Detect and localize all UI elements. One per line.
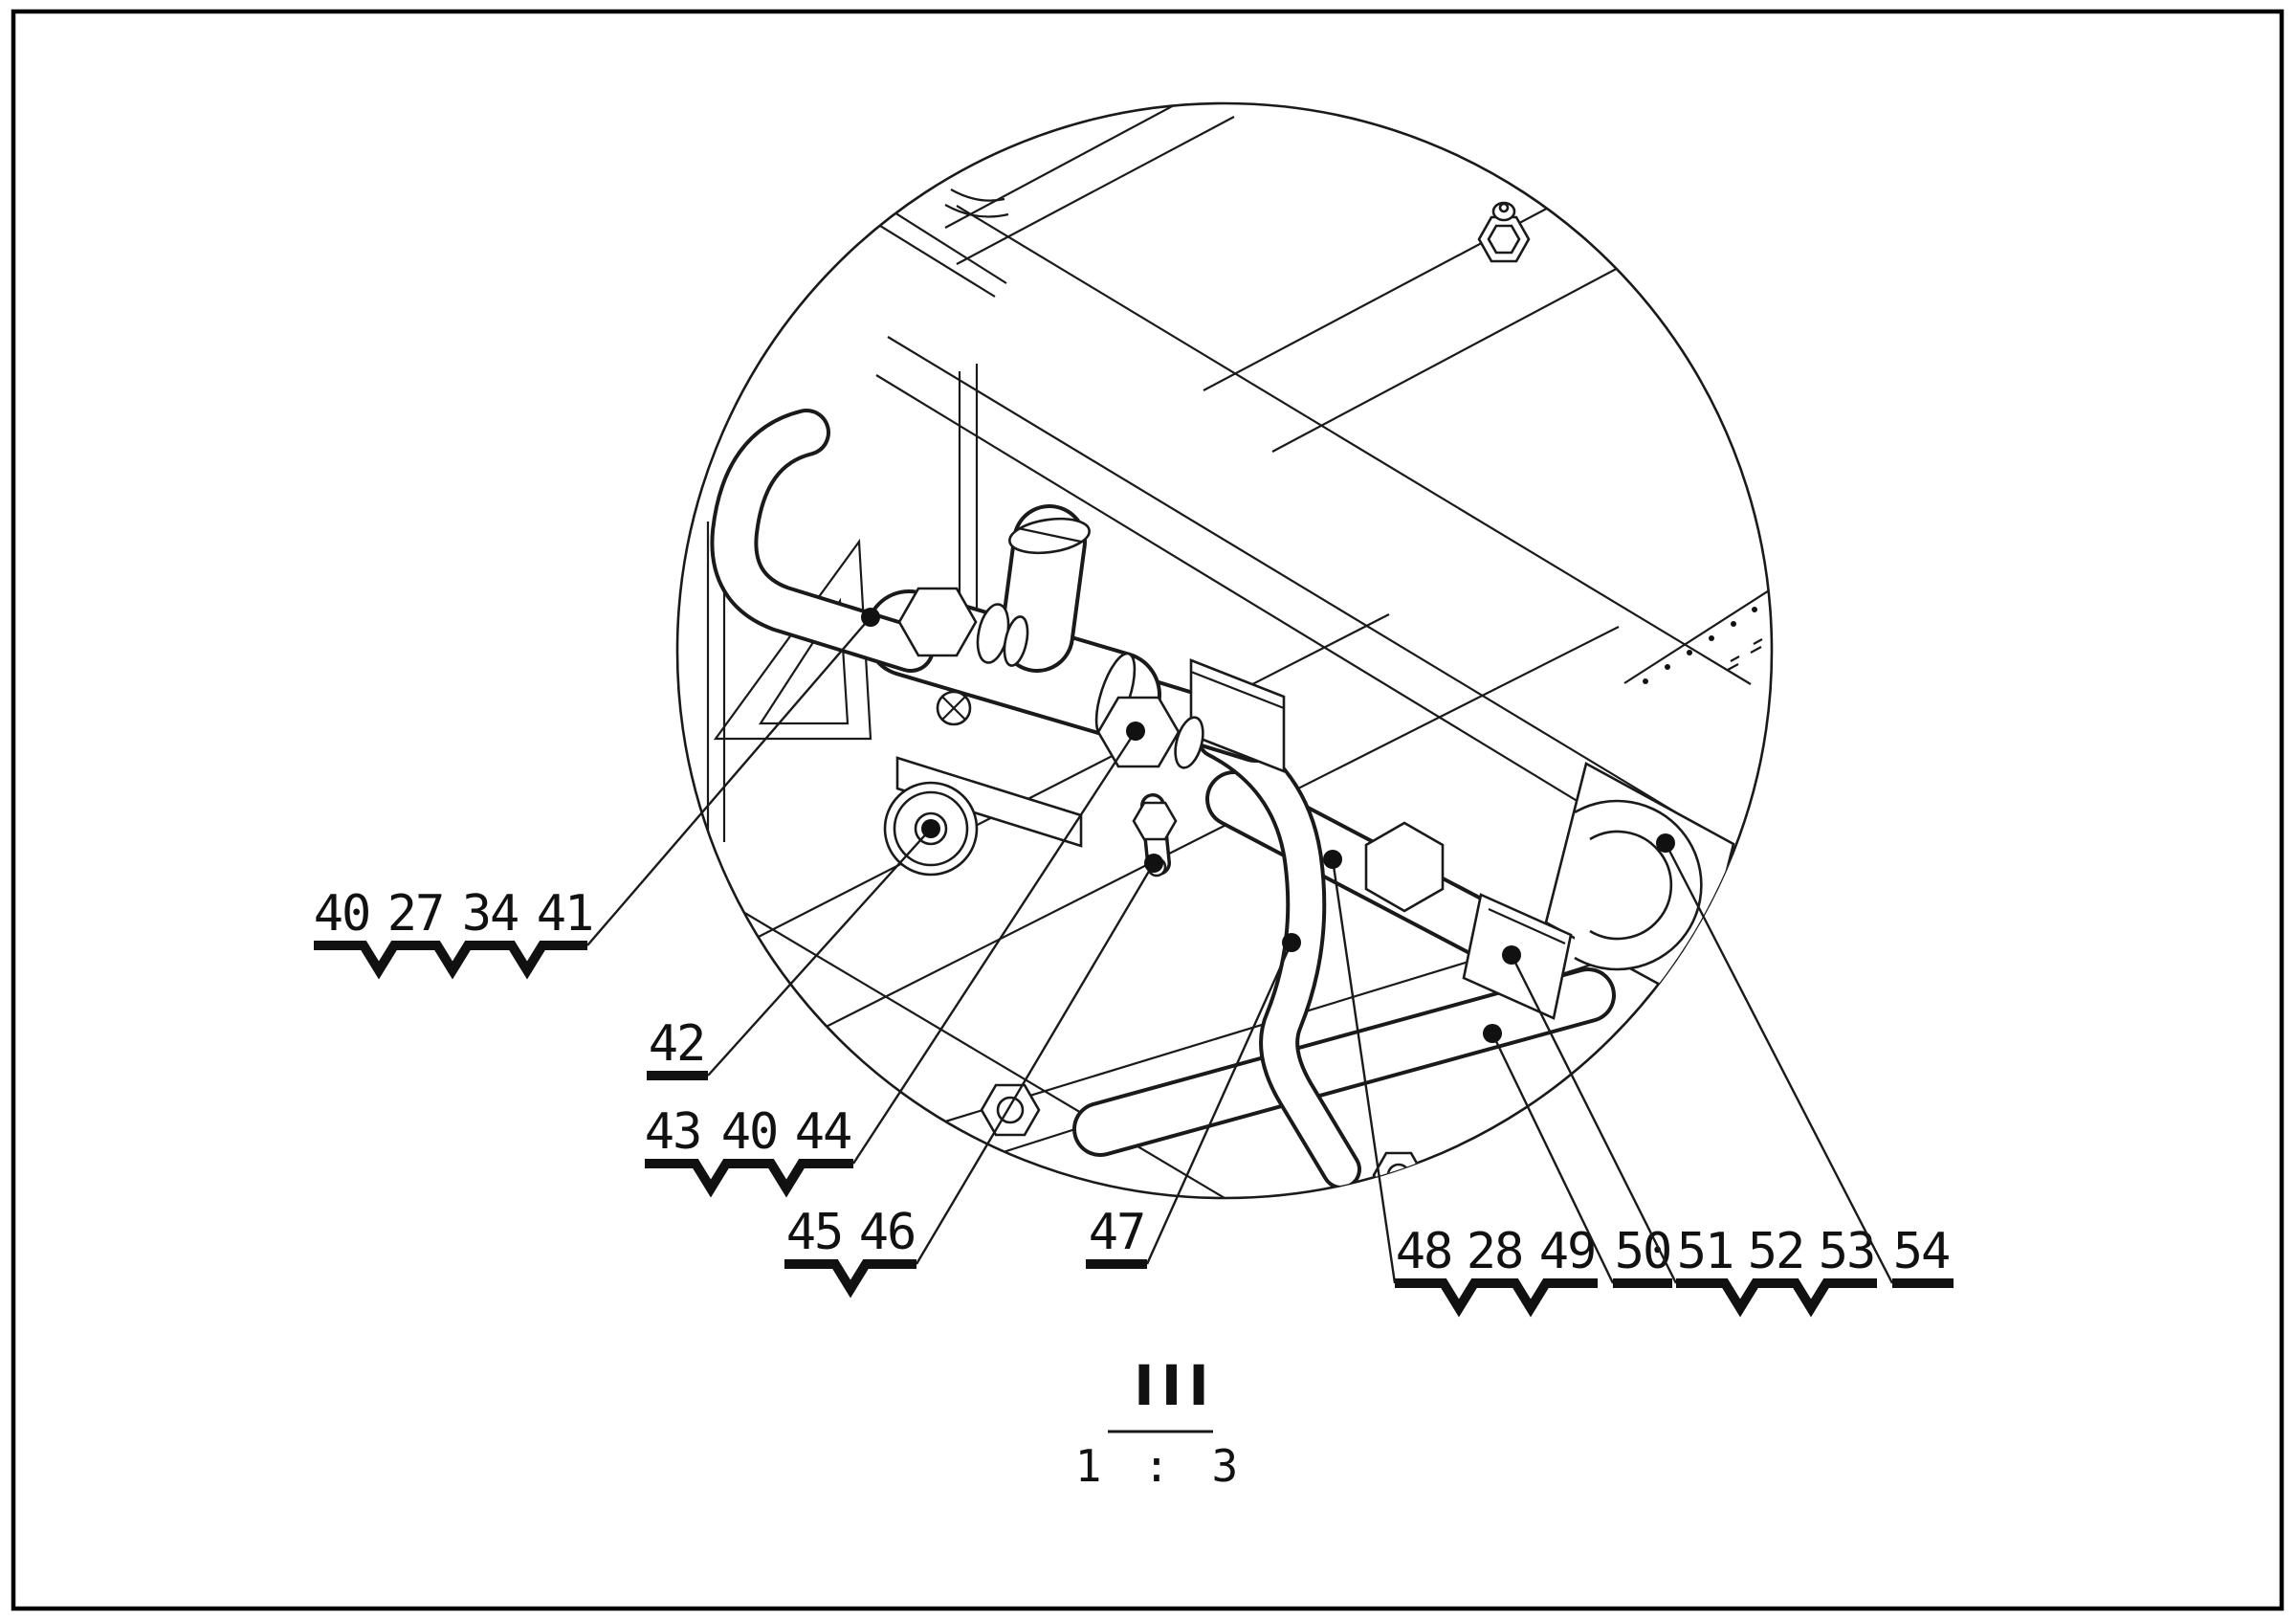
callout-51-52-53-target-dot bbox=[1502, 945, 1521, 965]
callout-45-46-number-45: 45 bbox=[786, 1204, 843, 1261]
callout-45-46-number-46: 46 bbox=[859, 1204, 916, 1261]
callout-54-leader-line bbox=[1664, 842, 1894, 1284]
top-hex-bolt bbox=[1477, 201, 1531, 263]
callout-42: 42 bbox=[647, 819, 940, 1080]
stitch-seam bbox=[1623, 569, 1772, 684]
callout-50-number-50: 50 bbox=[1615, 1223, 1671, 1280]
callout-40-27-34-41-number-41: 41 bbox=[537, 885, 593, 943]
callout-42-number-42: 42 bbox=[649, 1015, 705, 1073]
callout-43-40-44-number-40: 40 bbox=[721, 1103, 778, 1161]
callout-51-52-53-number-52: 52 bbox=[1748, 1223, 1804, 1280]
callout-40-27-34-41-number-27: 27 bbox=[387, 885, 444, 943]
scale-note: III 1 : 3 bbox=[1075, 1353, 1246, 1492]
callout-48-28-49-number-49: 49 bbox=[1539, 1223, 1596, 1280]
callout-45-46-target-dot bbox=[1144, 854, 1163, 873]
callout-40-27-34-41-target-dot bbox=[861, 608, 880, 627]
callout-54-target-dot bbox=[1656, 833, 1675, 853]
valve-front-cap bbox=[883, 781, 979, 877]
callout-42-target-dot bbox=[921, 819, 940, 838]
callout-48-28-49: 48 28 49 bbox=[1323, 850, 1598, 1318]
callout-48-28-49-underline bbox=[1395, 1278, 1598, 1318]
callout-51-52-53-underline bbox=[1676, 1278, 1877, 1318]
inlet-elbow-tube bbox=[710, 409, 935, 673]
callout-40-27-34-41-number-34: 34 bbox=[462, 885, 519, 943]
lower-tube bbox=[1072, 967, 1616, 1157]
scale-ratio: 1 : 3 bbox=[1075, 1440, 1246, 1492]
callout-51-52-53-leader-line bbox=[1510, 954, 1678, 1284]
callout-50-target-dot bbox=[1483, 1024, 1502, 1043]
callout-40-27-34-41: 40 27 34 41 bbox=[314, 608, 880, 980]
drain-cock bbox=[1132, 793, 1178, 877]
callout-47: 47 bbox=[1086, 933, 1301, 1269]
frame-beams bbox=[721, 154, 1752, 1198]
callout-48-28-49-number-28: 28 bbox=[1467, 1223, 1523, 1280]
callout-40-27-34-41-underline bbox=[314, 941, 587, 980]
callout-43-40-44: 43 40 44 bbox=[645, 722, 1145, 1198]
detail-scene bbox=[706, 103, 1772, 1198]
callout-48-28-49-target-dot bbox=[1323, 850, 1342, 869]
callout-47-target-dot bbox=[1282, 933, 1301, 952]
callout-43-40-44-number-44: 44 bbox=[795, 1103, 851, 1161]
callout-43-40-44-target-dot bbox=[1126, 722, 1145, 741]
phillips-screw bbox=[936, 690, 972, 726]
detail-roman-numeral: III bbox=[1134, 1353, 1216, 1418]
callout-42-leader-line bbox=[707, 828, 932, 1077]
callout-47-leader-line bbox=[1145, 942, 1293, 1265]
callout-48-28-49-leader-line bbox=[1331, 858, 1397, 1284]
callout-48-28-49-number-48: 48 bbox=[1396, 1223, 1452, 1280]
callout-51-52-53-number-51: 51 bbox=[1677, 1223, 1733, 1280]
callout-43-40-44-number-43: 43 bbox=[645, 1103, 701, 1161]
mounting-plate bbox=[895, 756, 1083, 848]
callout-54: 54 bbox=[1656, 833, 1954, 1288]
callout-50: 50 bbox=[1483, 1024, 1672, 1288]
curved-hose bbox=[1197, 719, 1361, 1189]
callout-40-27-34-41-number-40: 40 bbox=[314, 885, 370, 943]
right-bracket-assembly bbox=[1462, 762, 1735, 1020]
page-border bbox=[11, 9, 2285, 1611]
callout-54-number-54: 54 bbox=[1893, 1223, 1950, 1280]
callout-43-40-44-underline bbox=[645, 1159, 853, 1198]
callout-45-46-underline bbox=[784, 1259, 916, 1299]
callout-40-27-34-41-leader-line bbox=[586, 616, 872, 946]
callout-43-40-44-leader-line bbox=[851, 730, 1137, 1165]
inlet-hex-nut bbox=[897, 587, 1029, 667]
callout-45-46-leader-line bbox=[915, 862, 1156, 1265]
callout-47-number-47: 47 bbox=[1089, 1204, 1145, 1261]
callout-45-46: 45 46 bbox=[784, 854, 1163, 1299]
callout-50-leader-line bbox=[1490, 1033, 1615, 1284]
